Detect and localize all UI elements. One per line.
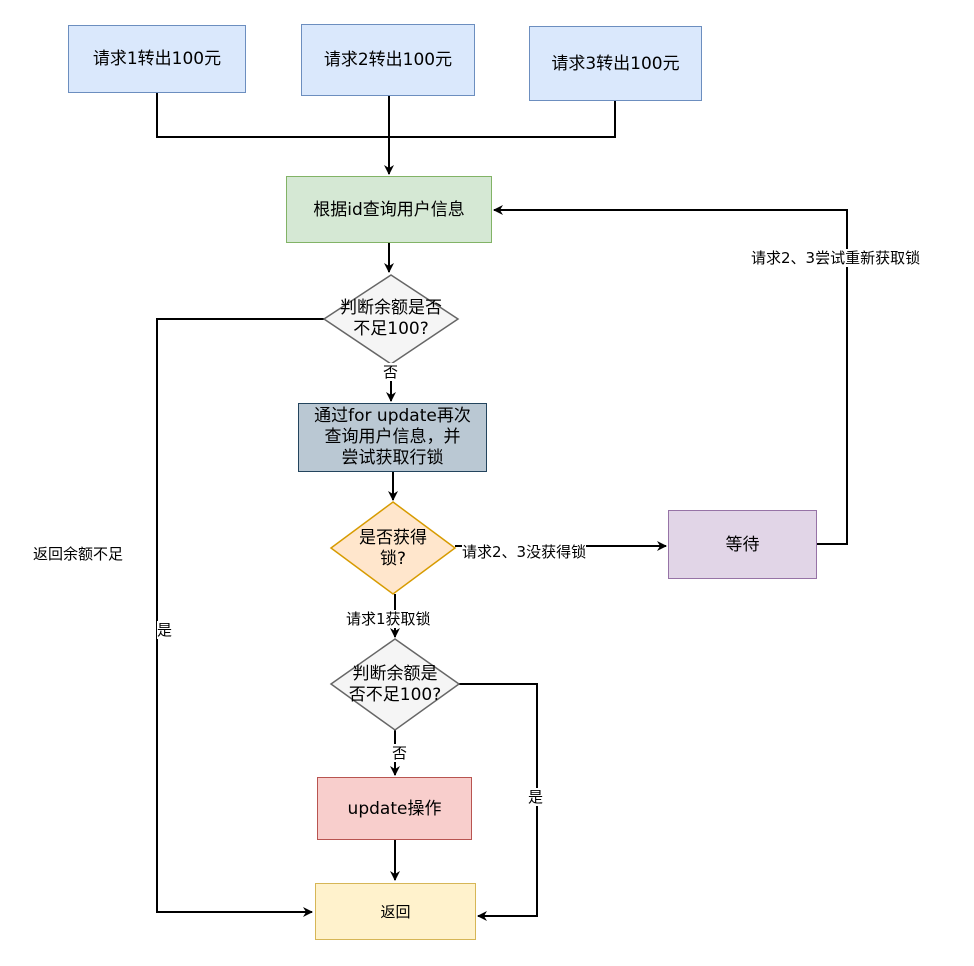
wait-box: 等待 xyxy=(668,510,817,579)
for-update-line-1: 通过for update再次 xyxy=(314,406,471,426)
edge-req1 xyxy=(156,93,389,138)
check-balance-2-text: 判断余额是 否不足100? xyxy=(326,662,464,708)
retry-lock-label: 请求2、3尝试重新获取锁 xyxy=(751,249,921,267)
edge-check1-yes xyxy=(156,318,326,917)
decision-got-lock xyxy=(329,501,457,595)
request-3-label: 请求3转出100元 xyxy=(551,53,680,74)
got-lock-line-1: 是否获得 xyxy=(359,528,427,548)
wait-label: 等待 xyxy=(725,534,760,555)
request-1-box: 请求1转出100元 xyxy=(68,25,246,93)
insufficient-balance-label: 返回余额不足 xyxy=(33,545,124,563)
request-2-label: 请求2转出100元 xyxy=(323,50,453,70)
decision-check-balance-2 xyxy=(329,638,461,731)
edge-wait-retry xyxy=(493,205,848,545)
edge-req3 xyxy=(389,101,616,138)
query-user-box: 根据id查询用户信息 xyxy=(286,176,492,243)
check-balance-1-line-1: 判断余额是否 xyxy=(340,298,442,318)
update-label: update操作 xyxy=(347,798,442,819)
no-label-1: 否 xyxy=(383,363,399,381)
query-user-label: 根据id查询用户信息 xyxy=(313,199,465,220)
got-lock-text: 是否获得 锁? xyxy=(343,526,443,572)
return-label: 返回 xyxy=(380,902,411,921)
for-update-line-3: 尝试获取行锁 xyxy=(341,448,444,468)
update-box: update操作 xyxy=(317,777,472,840)
no-label-2: 否 xyxy=(392,744,408,762)
return-box: 返回 xyxy=(315,883,476,940)
request-1-label: 请求1转出100元 xyxy=(92,49,222,69)
no-lock-label: 请求2、3没获得锁 xyxy=(462,543,587,561)
got-lock-line-2: 锁? xyxy=(379,549,407,569)
check-balance-2-line-1: 判断余额是 xyxy=(352,664,438,684)
for-update-box: 通过for update再次 查询用户信息，并 尝试获取行锁 xyxy=(298,403,487,472)
check-balance-2-line-2: 否不足100? xyxy=(348,685,442,705)
check-balance-1-line-2: 不足100? xyxy=(353,319,429,339)
request-3-box: 请求3转出100元 xyxy=(529,26,702,101)
for-update-line-2: 查询用户信息，并 xyxy=(324,427,461,447)
request1-lock-label: 请求1获取锁 xyxy=(346,610,431,628)
request-2-box: 请求2转出100元 xyxy=(301,24,475,96)
check-balance-1-text: 判断余额是否 不足100? xyxy=(314,296,468,342)
yes-label-1: 是 xyxy=(157,621,173,639)
yes-label-2: 是 xyxy=(528,788,544,806)
